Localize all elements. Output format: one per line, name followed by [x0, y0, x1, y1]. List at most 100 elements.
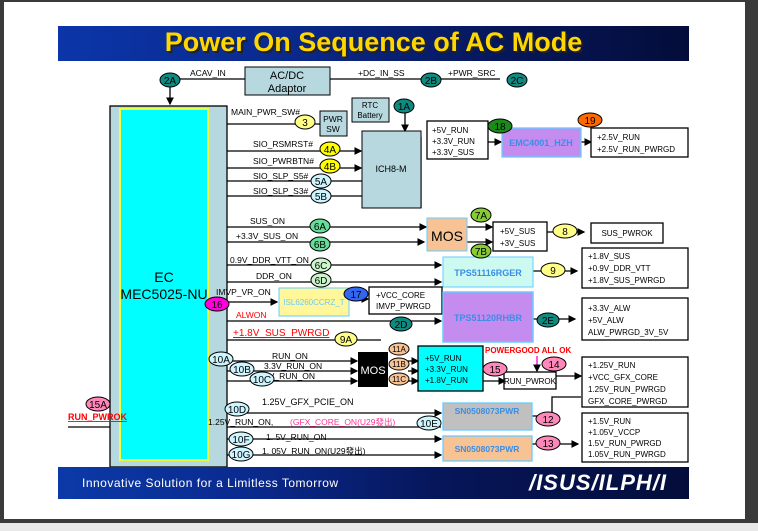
rail-text: +5V_RUN	[425, 354, 461, 363]
rail-text: +5V_RUN	[432, 126, 468, 135]
svg-text:10E: 10E	[420, 419, 438, 430]
signal-105v-run-on: 1. 05V_RUN_ON(U29發出)	[262, 446, 366, 456]
rail-text: +1.05V_VCCP	[588, 428, 640, 437]
ec-inner	[119, 108, 209, 461]
signal-run-pwrok-in: RUN_PWROK	[68, 412, 128, 422]
svg-text:10A: 10A	[212, 355, 230, 366]
svg-text:13: 13	[542, 439, 554, 450]
powergood-all-ok-label: POWERGOOD ALL OK	[485, 346, 571, 355]
svg-text:5B: 5B	[315, 192, 328, 203]
sus-pwrok-label: SUS_PWROK	[601, 229, 653, 238]
rail-text: +3V_SUS	[500, 239, 535, 248]
svg-text:19: 19	[584, 116, 596, 127]
rail-text: +3.3V_SUS	[432, 148, 474, 157]
svg-text:6D: 6D	[315, 276, 328, 287]
mos1-out-box	[492, 221, 548, 252]
sn2-out-box	[581, 412, 689, 463]
sus-pwrok-box	[590, 222, 664, 244]
svg-text:2B: 2B	[425, 76, 438, 87]
svg-text:8: 8	[562, 227, 568, 238]
sn1-label: SN0508073PWR	[455, 406, 520, 416]
svg-text:16: 16	[211, 300, 223, 311]
svg-text:6C: 6C	[315, 261, 328, 272]
svg-text:7B: 7B	[475, 247, 488, 258]
step-badge-10b: 10B	[229, 361, 255, 377]
step-badge-8: 8	[552, 223, 578, 239]
step-badge-10e: 10E	[416, 415, 442, 431]
tps51120-label: TPS51120RHBR	[454, 313, 523, 323]
step-badge-2e: 2E	[536, 312, 560, 328]
rail-text: +0.9V_DDR_VTT	[588, 264, 651, 273]
isl6260-label: ISL6260CCRZ_T	[283, 298, 344, 307]
tps2-out-box	[581, 297, 689, 341]
sn0508073-run-block	[442, 435, 533, 462]
step-badge-5b: 5B	[310, 188, 332, 204]
signal-pwr-src: +PWR_SRC	[448, 68, 495, 78]
ec-label: EC	[154, 269, 173, 285]
step-badge-16: 16	[204, 296, 230, 312]
svg-text:10B: 10B	[233, 365, 251, 376]
mos1-label: MOS	[431, 228, 463, 244]
step-badge-4a: 4A	[319, 141, 341, 157]
step-badge-9a: 9A	[334, 331, 358, 347]
step-badge-14: 14	[541, 356, 567, 372]
svg-text:18: 18	[494, 122, 506, 133]
step-badge-13: 13	[535, 435, 561, 451]
step-badge-11a: 11A	[388, 342, 410, 356]
step-badge-2b: 2B	[420, 72, 442, 88]
step-badge-15a: 15A	[85, 396, 111, 412]
ich8m-label: ICH8-M	[376, 164, 407, 174]
rtc-battery-block	[351, 97, 390, 123]
step-badge-7a: 7A	[470, 207, 492, 223]
pwr-sw-block	[319, 110, 348, 137]
rail-text: +1.5V_RUN	[588, 417, 631, 426]
signal-gfx-core-on: (GFX_CORE_ON(U29發出)	[290, 417, 395, 427]
step-badge-11b: 11B	[388, 357, 410, 371]
rail-text: +3.3V_RUN	[425, 365, 468, 374]
step-badge-17: 17	[343, 286, 369, 302]
step-badge-3: 3	[294, 114, 316, 130]
signal-acav-in: ACAV_IN	[190, 68, 226, 78]
step-badge-10c: 10C	[249, 371, 275, 387]
step-badge-10a: 10A	[208, 351, 234, 367]
step-badge-12: 12	[535, 411, 561, 427]
rail-text: +3.3V_RUN	[432, 137, 475, 146]
signal-5v-run-on: 5V_RUN_ON	[264, 371, 315, 381]
rail-text: +2.5V_RUN	[597, 133, 640, 142]
rail-text: +1.8V_SUS	[588, 252, 630, 261]
rail-text: +VCC_CORE	[376, 291, 425, 300]
signal-sus-on: SUS_ON	[250, 216, 285, 226]
step-badge-6c: 6C	[310, 257, 332, 273]
svg-text:11A: 11A	[392, 345, 406, 354]
svg-text:11B: 11B	[392, 360, 406, 369]
svg-text:15A: 15A	[89, 400, 107, 411]
rail-text: +3.3V_ALW	[588, 304, 631, 313]
step-badge-10g: 10G	[228, 446, 254, 462]
svg-text:14: 14	[548, 360, 560, 371]
svg-text:10F: 10F	[232, 435, 249, 446]
svg-text:7A: 7A	[475, 211, 488, 222]
signal-dc-in-ss: +DC_IN_SS	[358, 68, 405, 78]
signal-gfx-pcie-on: 1.25V_GFX_PCIE_ON	[262, 397, 354, 407]
emc4001-label: EMC4001_HZH	[509, 138, 573, 148]
signal-sio-rsmrst: SIO_RSMRST#	[253, 139, 313, 149]
bottom-strip	[0, 523, 758, 531]
step-badge-6d: 6D	[310, 272, 332, 288]
step-badge-18: 18	[487, 118, 513, 134]
run-pwrok-label: RUN_PWROK	[504, 377, 557, 386]
tps51120-block	[442, 291, 534, 343]
step-badge-11c: 11C	[388, 372, 410, 386]
title-bar: Power On Sequence of AC Mode	[58, 26, 689, 61]
page-title: Power On Sequence of AC Mode	[164, 27, 583, 57]
step-badge-15: 15	[482, 361, 508, 377]
asus-alpha-logo: /ISUS/ILPH/I	[529, 470, 667, 495]
mos1-block	[426, 217, 468, 252]
svg-text:4B: 4B	[324, 162, 337, 173]
svg-text:10C: 10C	[253, 375, 271, 386]
svg-text:2E: 2E	[542, 316, 555, 327]
signal-33v-run-on: 3.3V_RUN_ON	[264, 361, 322, 371]
signal-ddr-on: DDR_ON	[256, 271, 292, 281]
step-badge-6a: 6A	[309, 218, 331, 234]
signal-alwon: ALWON	[236, 310, 267, 320]
